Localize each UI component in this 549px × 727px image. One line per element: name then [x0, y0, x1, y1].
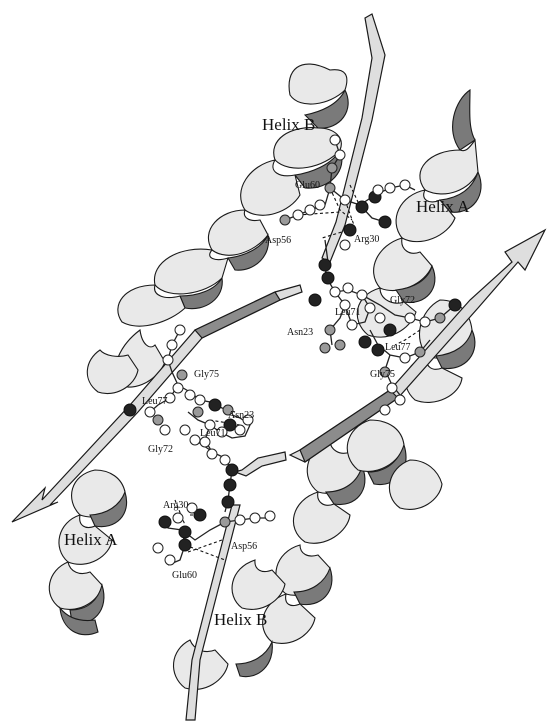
- label-asp56-top: Asp56: [265, 235, 291, 246]
- label-glu60-bottom: Glu60: [172, 570, 197, 581]
- helix-b-top: [118, 64, 348, 326]
- label-leu77-top: Leu77: [385, 342, 411, 353]
- label-helix-b-bottom: Helix B: [214, 610, 267, 629]
- label-helix-a-right: Helix A: [416, 197, 470, 216]
- label-arg30-top: Arg30: [354, 234, 379, 245]
- label-leu71-top: Leu71: [335, 307, 361, 318]
- label-asn23-mid: Asn23: [228, 410, 254, 421]
- label-asn23-top: Asn23: [287, 327, 313, 338]
- label-glu60-top: Glu60: [295, 180, 320, 191]
- label-leu71-mid: Leu71: [200, 428, 226, 439]
- label-helix-a-left: Helix A: [64, 530, 118, 549]
- label-gly75-mid: Gly75: [194, 369, 219, 380]
- label-leu77-mid: Leu77: [142, 396, 168, 407]
- label-gly75-top: Gly75: [370, 369, 395, 380]
- label-arg30-bottom: Arg30: [163, 500, 188, 511]
- label-gly72-top: Gly72: [390, 295, 415, 306]
- label-asp56-bottom: Asp56: [231, 541, 257, 552]
- label-helix-b-top: Helix B: [262, 115, 315, 134]
- label-gly72-mid: Gly72: [148, 444, 173, 455]
